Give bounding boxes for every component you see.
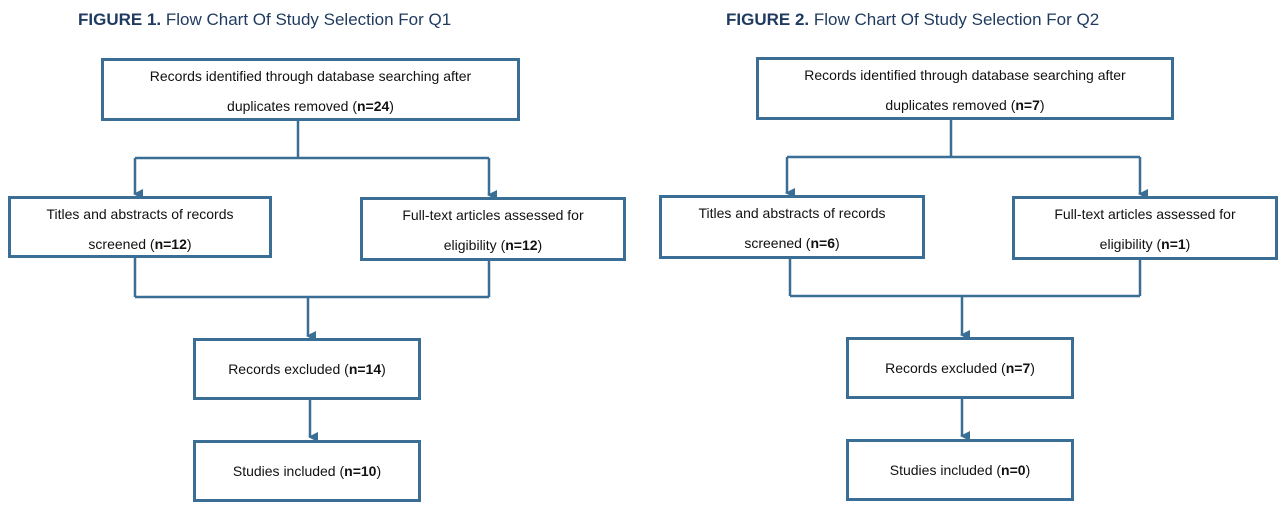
fulltext-line2: eligibility (n=1) bbox=[1099, 236, 1191, 252]
excluded-count: n=14 bbox=[348, 361, 382, 377]
fulltext-line1: Full-text articles assessed for bbox=[1054, 206, 1236, 222]
included-box: Studies included (n=0) bbox=[846, 439, 1074, 501]
fulltext-count: n=12 bbox=[505, 237, 538, 253]
figure-2-caption: FIGURE 2. Flow Chart Of Study Selection … bbox=[726, 10, 1099, 30]
fulltext-box: Full-text articles assessed for eligibil… bbox=[360, 197, 626, 261]
excluded-box: Records excluded (n=7) bbox=[846, 337, 1074, 399]
excluded-text: Records excluded (n=14) bbox=[228, 361, 386, 377]
figure-1: FIGURE 1. Flow Chart Of Study Selection … bbox=[8, 10, 626, 502]
included-box: Studies included (n=10) bbox=[193, 440, 421, 502]
figure-1-connectors bbox=[133, 121, 497, 442]
figure-2-title: Flow Chart Of Study Selection For Q2 bbox=[813, 10, 1100, 29]
excluded-box: Records excluded (n=14) bbox=[193, 338, 421, 400]
included-count: n=0 bbox=[1001, 462, 1026, 478]
excluded-text: Records excluded (n=7) bbox=[885, 360, 1035, 376]
included-text: Studies included (n=10) bbox=[232, 463, 382, 479]
figure-2: FIGURE 2. Flow Chart Of Study Selection … bbox=[642, 0, 1284, 505]
identified-box: Records identified through database sear… bbox=[756, 57, 1174, 120]
screened-box: Titles and abstracts of records screened… bbox=[659, 195, 925, 259]
identified-line2: duplicates removed (n=24) bbox=[227, 98, 394, 114]
figure-2-number: FIGURE 2. bbox=[726, 10, 810, 29]
screened-line1: Titles and abstracts of records bbox=[46, 206, 234, 222]
screened-line2: screened (n=6) bbox=[744, 235, 840, 251]
fulltext-line1: Full-text articles assessed for bbox=[402, 207, 584, 223]
included-count: n=10 bbox=[344, 463, 377, 479]
screened-count: n=12 bbox=[154, 236, 187, 252]
screened-count: n=6 bbox=[810, 235, 835, 251]
figure-1-title: Flow Chart Of Study Selection For Q1 bbox=[165, 10, 452, 29]
identified-line2: duplicates removed (n=7) bbox=[885, 97, 1045, 113]
screened-line2: screened (n=12) bbox=[88, 236, 192, 252]
fulltext-line2: eligibility (n=12) bbox=[443, 237, 543, 253]
screened-line1: Titles and abstracts of records bbox=[698, 205, 886, 221]
fulltext-box: Full-text articles assessed for eligibil… bbox=[1012, 196, 1278, 260]
identified-line1: Records identified through database sear… bbox=[149, 68, 472, 84]
identified-count: n=24 bbox=[356, 98, 390, 114]
identified-count: n=7 bbox=[1015, 97, 1040, 113]
identified-box: Records identified through database sear… bbox=[101, 58, 520, 121]
figure-1-caption: FIGURE 1. Flow Chart Of Study Selection … bbox=[78, 10, 451, 30]
figure-2-connectors bbox=[785, 120, 1148, 441]
identified-line1: Records identified through database sear… bbox=[804, 67, 1126, 83]
figure-1-number: FIGURE 1. bbox=[78, 10, 162, 29]
excluded-count: n=7 bbox=[1005, 360, 1031, 376]
screened-box: Titles and abstracts of records screened… bbox=[8, 196, 272, 258]
fulltext-count: n=1 bbox=[1161, 236, 1186, 252]
included-text: Studies included (n=0) bbox=[889, 462, 1031, 478]
